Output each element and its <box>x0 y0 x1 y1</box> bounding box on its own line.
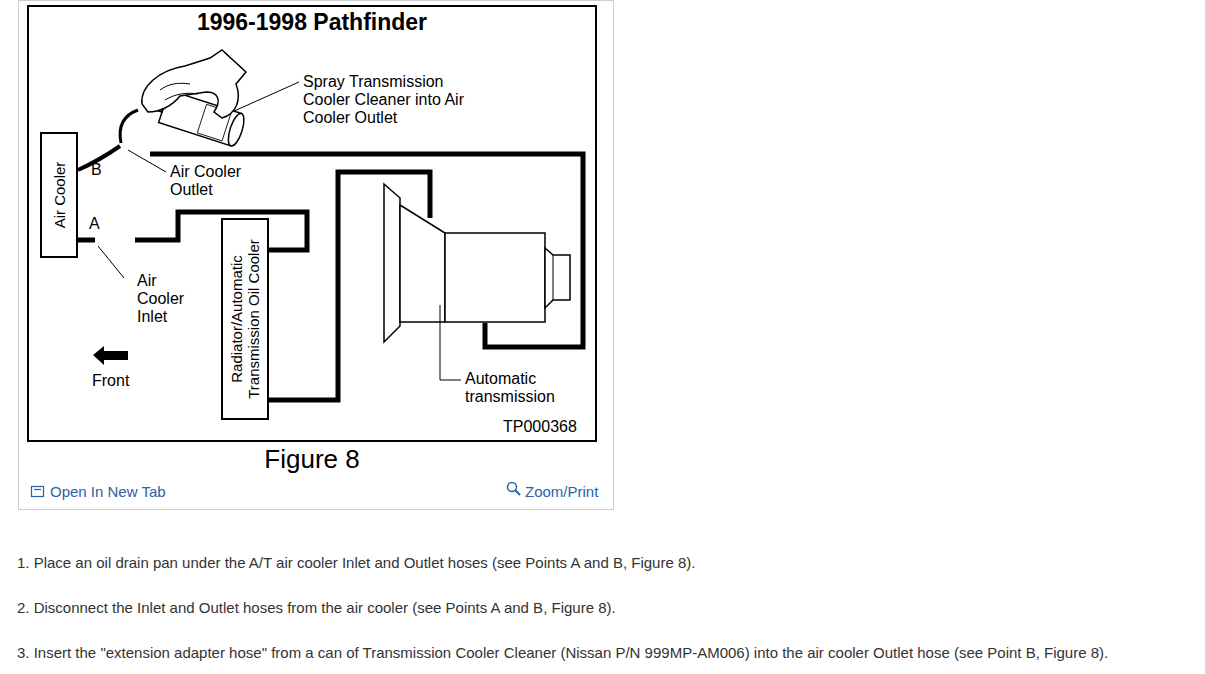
link-text: Zoom/Print <box>525 483 598 501</box>
point-letter: A <box>89 215 100 233</box>
figure-frame <box>19 1 614 510</box>
part-label: Automatic transmission <box>465 370 585 406</box>
leader-line <box>232 82 299 112</box>
diagram-title: 1996-1998 Pathfinder <box>28 9 596 35</box>
direction-label: Front <box>92 372 129 390</box>
diagram-border <box>28 6 596 441</box>
can-end <box>225 112 247 148</box>
transmission-case <box>445 233 545 322</box>
new-tab-icon <box>32 487 44 497</box>
part-label: Air Cooler Inlet <box>137 272 207 326</box>
cooler-box: Radiator/Automatic Transmission Oil Cool… <box>221 218 269 420</box>
transmission-flange <box>384 184 400 342</box>
part-label: Air Cooler Outlet <box>170 163 270 199</box>
leader-line <box>98 246 124 278</box>
figure-caption: Figure 8 <box>212 444 412 474</box>
leader-line <box>128 150 166 172</box>
adapter-hose <box>120 110 138 143</box>
cooler-box: Air Cooler <box>40 132 78 258</box>
transmission-tail <box>545 248 570 308</box>
step-text: 3. Insert the "extension adapter hose" f… <box>17 644 1108 662</box>
transmission-bell <box>400 205 445 322</box>
glove-fingers <box>160 50 246 100</box>
point-letter: B <box>91 161 102 179</box>
inlet-hose <box>78 212 307 250</box>
outlet-hose <box>150 154 583 347</box>
tail-edge <box>553 255 554 300</box>
step-text: 2. Disconnect the Inlet and Outlet hoses… <box>17 599 616 617</box>
step-text: 1. Place an oil drain pan under the A/T … <box>17 554 695 572</box>
zoom-icon <box>515 490 520 495</box>
node-text: Radiator/Automatic Transmission Oil Cool… <box>228 224 262 414</box>
figure-code: TP000368 <box>503 418 577 436</box>
link-text: Open In New Tab <box>50 483 166 501</box>
callout-note: Spray Transmission Cooler Cleaner into A… <box>303 73 483 127</box>
glove-hand <box>142 50 246 118</box>
node-text: Air Cooler <box>51 162 68 229</box>
front-arrow <box>93 346 128 365</box>
leader-line <box>440 305 461 380</box>
new-tab-icon <box>34 489 41 490</box>
